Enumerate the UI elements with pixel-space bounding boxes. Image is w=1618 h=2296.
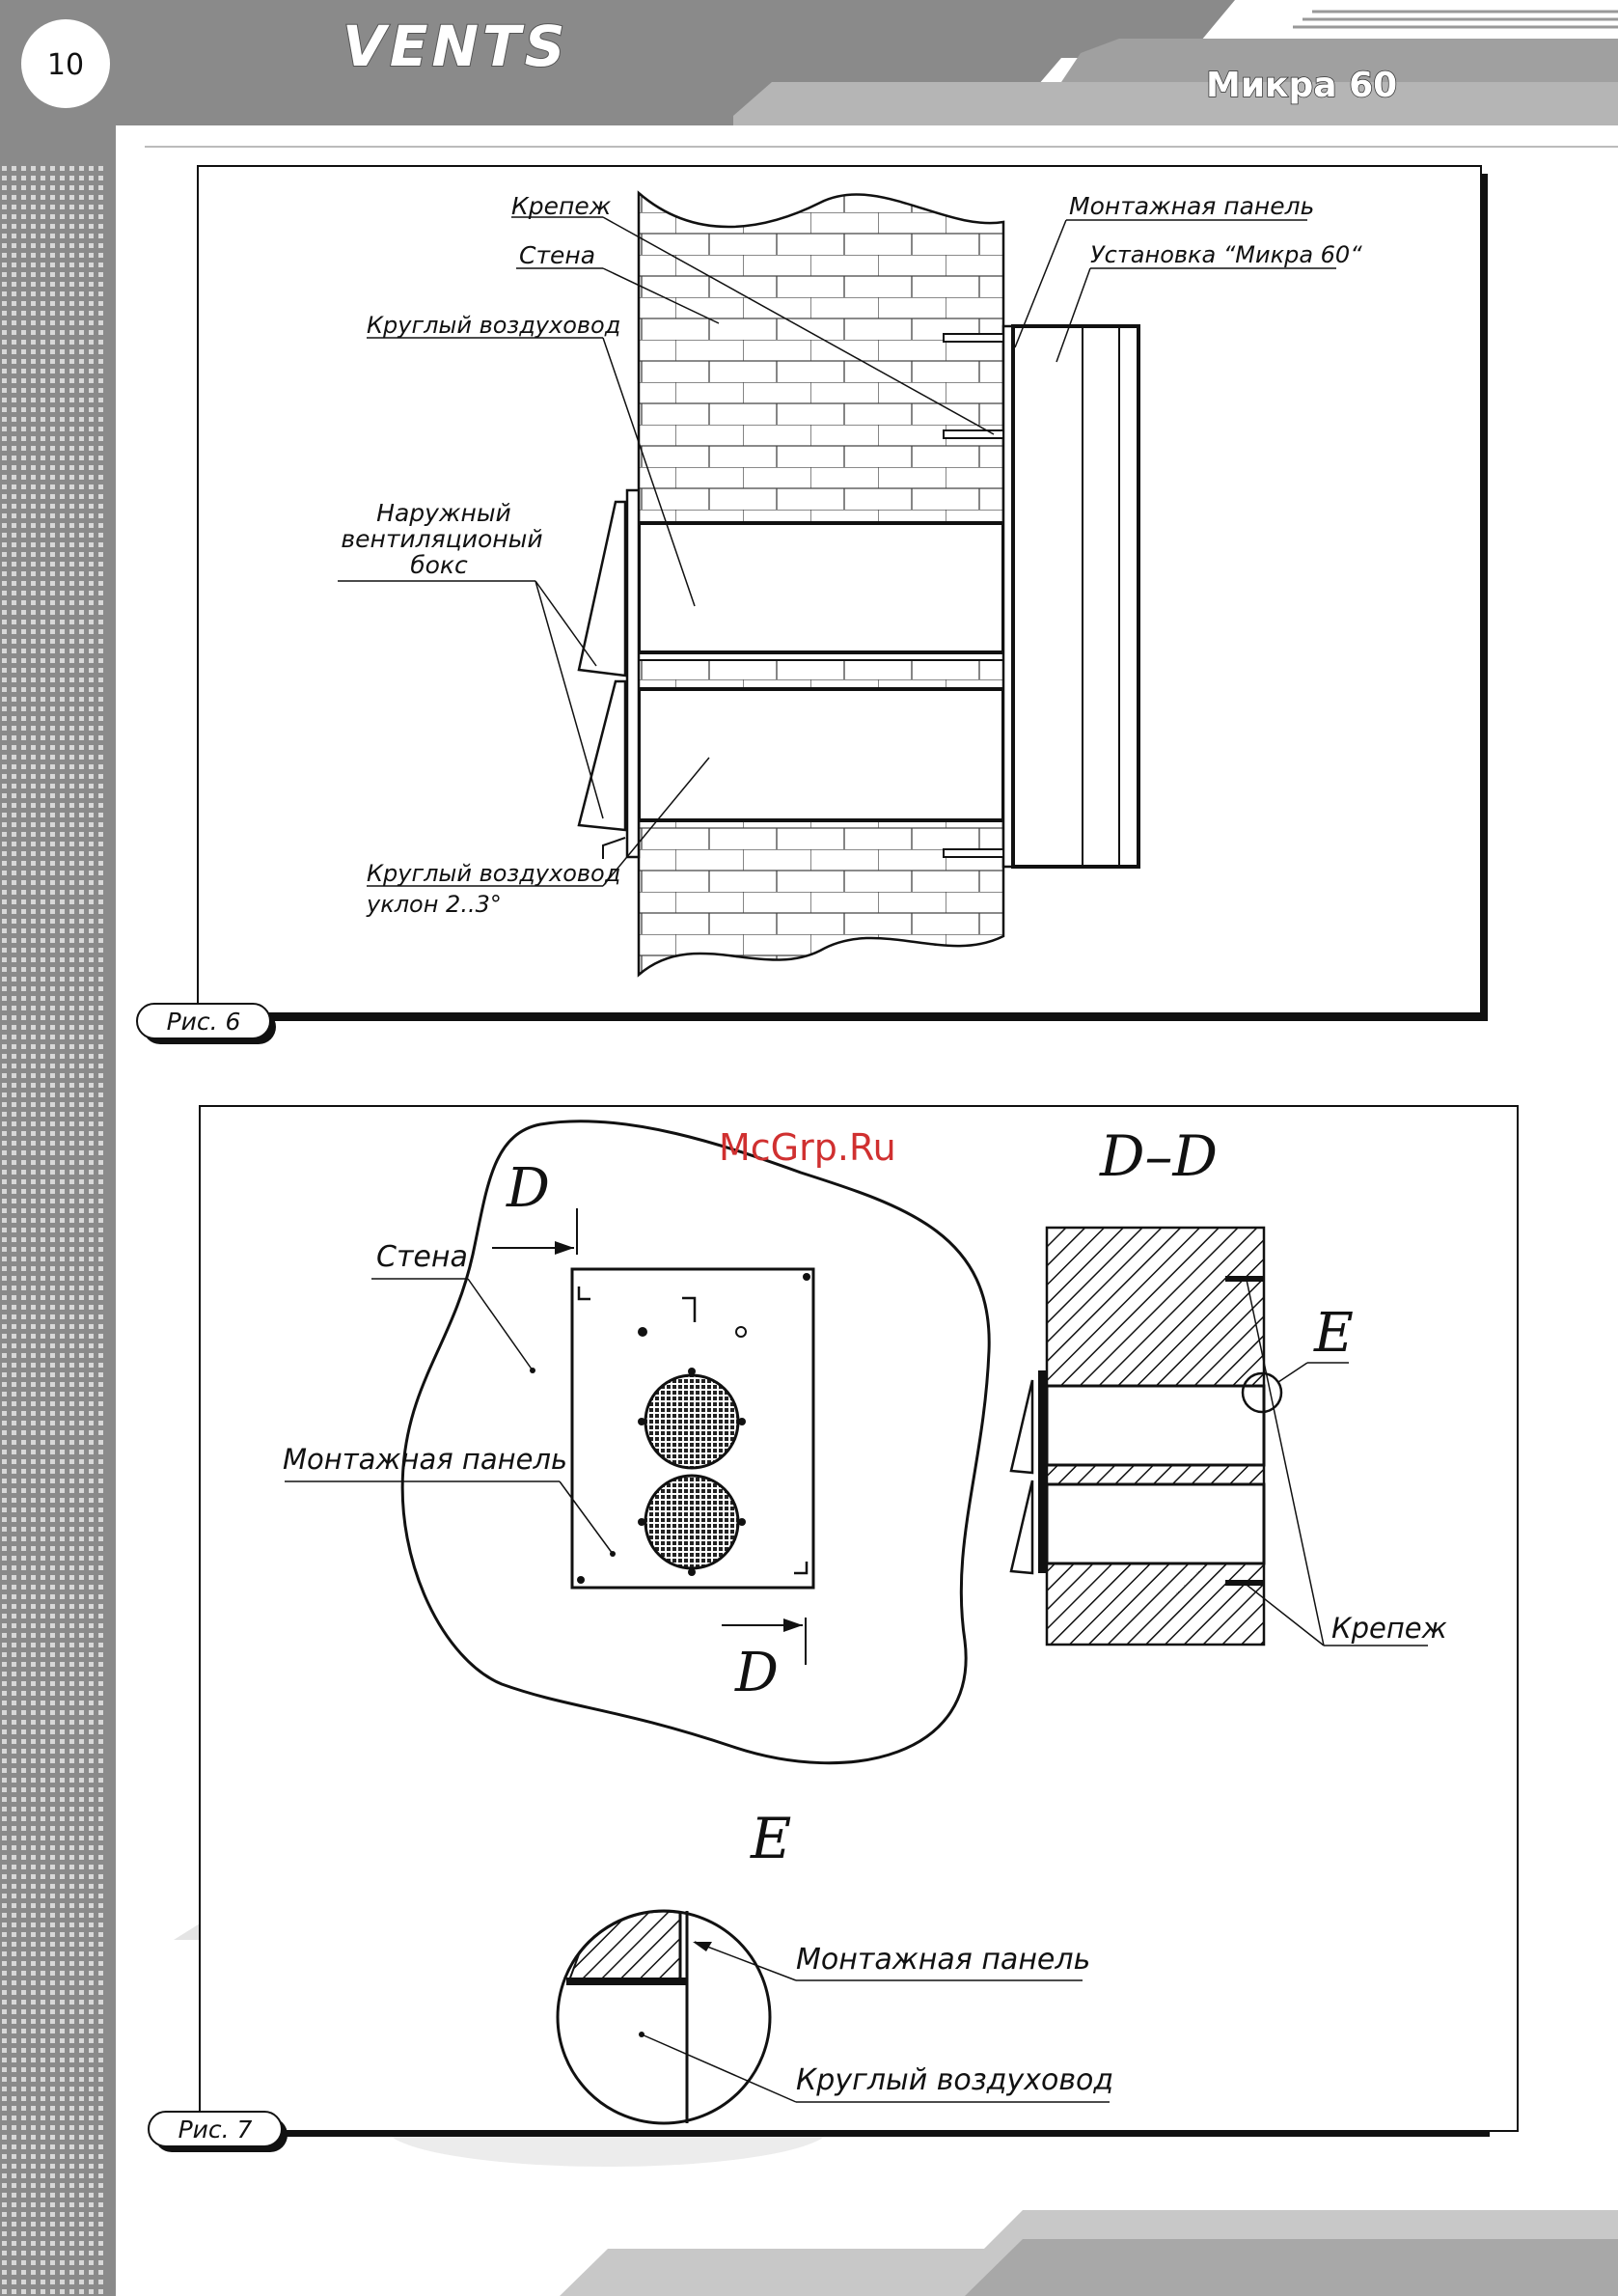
label-detail-round-duct: Круглый воздуховод: [796, 2063, 1113, 2097]
figure-6-caption: Рис. 6: [167, 1008, 241, 1036]
label-detail-mounting-panel: Монтажная панель: [796, 1943, 1090, 1977]
detail-mark-e: E: [1313, 1302, 1354, 1365]
label-mounting-panel: Монтажная панель: [1069, 192, 1314, 220]
label-outdoor-box-1: Наружный: [376, 499, 511, 527]
product-title: Микра 60: [1206, 66, 1397, 105]
figure-6: Крепеж Стена Круглый воздуховод Наружный…: [137, 166, 1488, 1044]
label-round-duct-slope-1: Круглый воздуховод: [367, 860, 620, 887]
fastener-middle: [944, 430, 1003, 438]
section-upper-duct: [1047, 1386, 1264, 1465]
page-number: 10: [47, 48, 84, 82]
label-outdoor-box-3: бокс: [410, 551, 468, 579]
label-wall: Стена: [519, 241, 595, 269]
section-mark-d-top: D: [506, 1157, 550, 1220]
label-unit: Установка “Микра 60“: [1090, 241, 1362, 268]
detail-title-e: E: [750, 1806, 791, 1871]
lower-grille: [645, 1476, 738, 1568]
upper-grille: [645, 1375, 738, 1468]
page-number-badge: 10: [21, 19, 110, 108]
label-mounting-panel-fig7: Монтажная панель: [283, 1443, 567, 1476]
fastener-bottom: [944, 849, 1003, 857]
upper-round-duct: [639, 523, 1003, 652]
label-round-duct-slope-2: уклон 2..3°: [366, 891, 502, 918]
section-mark-d-bottom: D: [734, 1642, 779, 1704]
label-round-duct: Круглый воздуховод: [367, 312, 620, 339]
lower-round-duct: [639, 689, 1003, 820]
label-wall-fig7: Стена: [376, 1240, 468, 1274]
section-title-dd: D–D: [1099, 1123, 1218, 1189]
brand-logo: VENTS: [343, 14, 568, 79]
figure-7-caption: Рис. 7: [178, 2116, 253, 2144]
label-outdoor-box-2: вентиляционый: [341, 525, 542, 553]
fastener-top: [944, 334, 1003, 342]
outdoor-vent-box: [627, 490, 639, 857]
watermark: McGrp.Ru: [719, 1126, 896, 1169]
section-lower-duct: [1047, 1484, 1264, 1563]
label-fastener: Крепеж: [511, 192, 612, 220]
label-fastener-fig7: Крепеж: [1331, 1612, 1447, 1645]
figure-7: D D Стена Монтажная панель D–D: [149, 1106, 1518, 2152]
